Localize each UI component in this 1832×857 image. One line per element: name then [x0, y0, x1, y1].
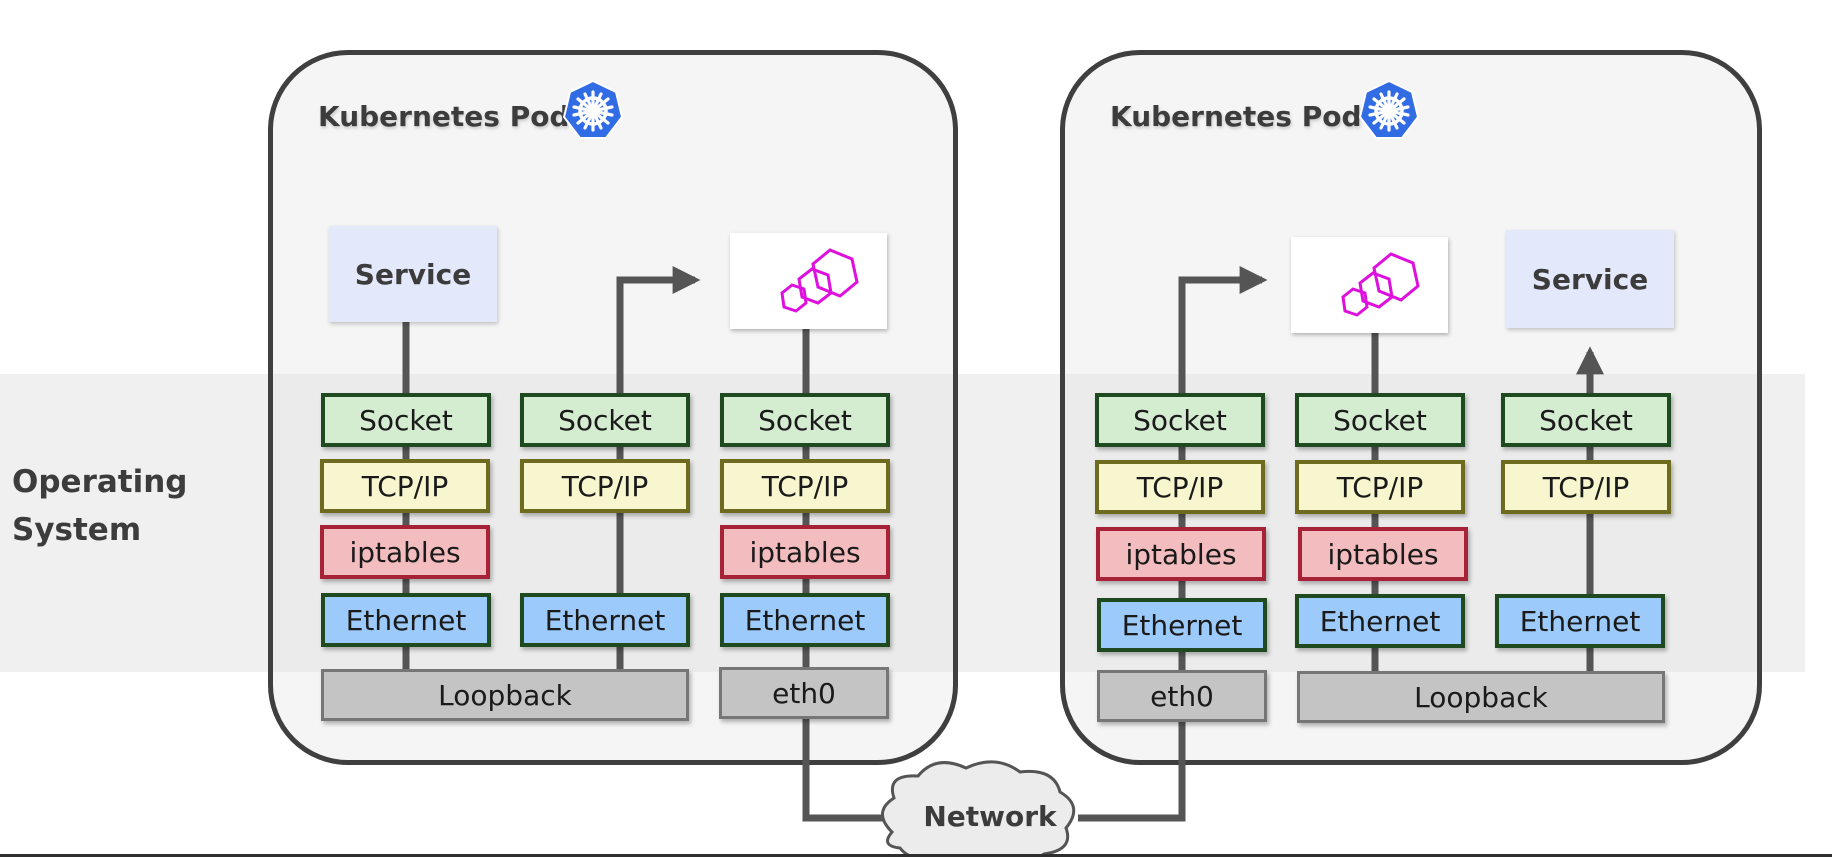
- ethernet-box: Ethernet: [1097, 598, 1267, 652]
- eth0-interface: eth0: [1097, 670, 1267, 722]
- socket-box: Socket: [1501, 393, 1671, 447]
- loopback-interface: Loopback: [321, 669, 689, 721]
- tcpip-box: TCP/IP: [1095, 460, 1265, 514]
- network-path: [1078, 700, 1186, 822]
- kubernetes-icon: [1358, 79, 1420, 139]
- tcpip-box: TCP/IP: [1501, 460, 1671, 514]
- network-label: Network: [923, 800, 1057, 833]
- pod-title-left: Kubernetes Pod: [318, 100, 570, 133]
- envoy-icon: [780, 248, 859, 313]
- network-path: [802, 700, 900, 822]
- service-box-left: Service: [329, 226, 497, 322]
- eth0-interface: eth0: [719, 667, 889, 719]
- iptables-box: iptables: [1298, 527, 1468, 581]
- service-box-right: Service: [1506, 230, 1674, 328]
- ethernet-box: Ethernet: [321, 593, 491, 647]
- ethernet-box: Ethernet: [720, 593, 890, 647]
- tcpip-box: TCP/IP: [720, 459, 890, 513]
- pod-title-right: Kubernetes Pod: [1110, 100, 1362, 133]
- kubernetes-icon: [562, 79, 624, 139]
- tcpip-box: TCP/IP: [1295, 460, 1465, 514]
- socket-box: Socket: [1095, 393, 1265, 447]
- socket-box: Socket: [520, 393, 690, 447]
- ethernet-box: Ethernet: [520, 593, 690, 647]
- envoy-proxy-right: [1291, 237, 1448, 333]
- connector-arrow: [616, 266, 701, 670]
- tcpip-box: TCP/IP: [520, 459, 690, 513]
- envoy-proxy-left: [730, 233, 887, 329]
- ethernet-box: Ethernet: [1495, 594, 1665, 648]
- loopback-interface: Loopback: [1297, 671, 1665, 723]
- iptables-box: iptables: [320, 525, 490, 579]
- os-label-text: Operating System: [12, 464, 188, 548]
- network-cloud-icon: [881, 760, 1076, 857]
- bottom-divider: [0, 854, 1832, 857]
- tcpip-box: TCP/IP: [320, 459, 490, 513]
- socket-box: Socket: [1295, 393, 1465, 447]
- socket-box: Socket: [321, 393, 491, 447]
- operating-system-label: Operating System: [12, 458, 212, 554]
- envoy-icon: [1341, 252, 1420, 317]
- iptables-box: iptables: [1096, 527, 1266, 581]
- iptables-box: iptables: [720, 525, 890, 579]
- socket-box: Socket: [720, 393, 890, 447]
- ethernet-box: Ethernet: [1295, 594, 1465, 648]
